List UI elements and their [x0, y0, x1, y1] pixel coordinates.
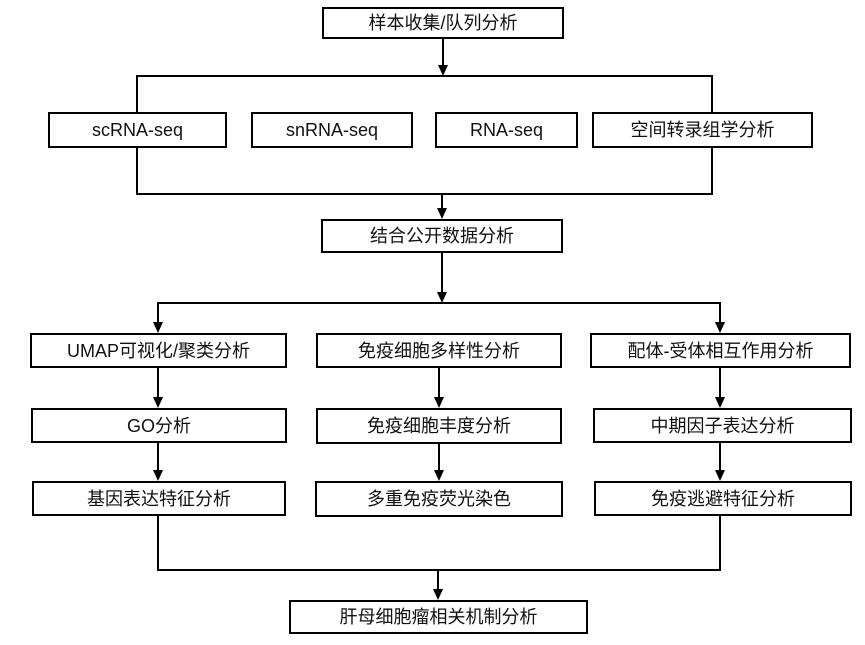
arrowhead-into-abundance [434, 397, 444, 408]
node-scrna-seq: scRNA-seq [48, 112, 227, 148]
node-immune-abundance: 免疫细胞丰度分析 [316, 408, 562, 444]
node-immune-diversity: 免疫细胞多样性分析 [316, 333, 562, 368]
arrowhead-into-ligand [715, 322, 725, 333]
node-gene-signature: 基因表达特征分析 [32, 481, 286, 516]
node-umap-clustering: UMAP可视化/聚类分析 [30, 333, 287, 368]
arrowhead-into-publicdata [437, 208, 447, 219]
bracket1-top-split [136, 75, 713, 112]
node-go-analysis: GO分析 [31, 408, 287, 443]
arrowhead-into-genesignature [153, 470, 163, 481]
node-hepatoblastoma-mechanism: 肝母细胞瘤相关机制分析 [289, 600, 588, 634]
node-immune-evasion: 免疫逃避特征分析 [594, 481, 852, 516]
bracket3-three-way-split [157, 302, 721, 322]
arrowhead-into-bracket1 [438, 65, 448, 76]
arrowhead-into-umap [153, 322, 163, 333]
arrowhead-into-mechanism [433, 589, 443, 600]
node-multiplex-if: 多重免疫荧光染色 [315, 481, 563, 517]
node-spatial-transcriptomics: 空间转录组学分析 [592, 112, 813, 148]
arrowhead-into-multiplex [434, 470, 444, 481]
arrowhead-into-go [153, 397, 163, 408]
node-public-data-analysis: 结合公开数据分析 [321, 219, 563, 253]
node-ligand-receptor: 配体-受体相互作用分析 [590, 333, 851, 368]
node-sample-collection: 样本收集/队列分析 [322, 7, 564, 39]
bracket2-bottom-merge [136, 148, 713, 195]
node-rna-seq: RNA-seq [435, 112, 578, 148]
arrowhead-into-evasion [715, 470, 725, 481]
arrowhead-into-midkine [715, 397, 725, 408]
node-snrna-seq: snRNA-seq [251, 112, 413, 148]
node-midkine-expression: 中期因子表达分析 [593, 408, 852, 443]
bracket4-bottom-merge [157, 516, 721, 571]
arrowhead-into-bracket3 [437, 292, 447, 303]
